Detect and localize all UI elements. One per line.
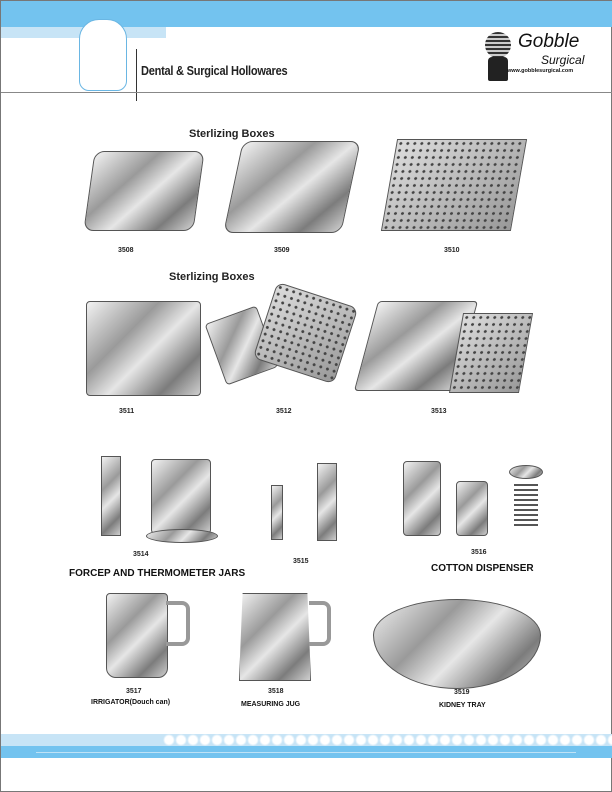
product-code: 3515 <box>293 558 309 565</box>
product-code: 3516 <box>471 549 487 556</box>
hands-logo-icon <box>488 57 508 81</box>
product-3518-handle <box>309 601 331 646</box>
brand-sub: Surgical <box>541 53 585 67</box>
caption-cotton: COTTON DISPENSER <box>431 563 534 574</box>
product-code: 3517 <box>126 688 142 695</box>
product-3509-image <box>223 141 361 233</box>
product-3516-spring <box>514 481 538 526</box>
product-3511-image <box>86 301 201 396</box>
product-3514-base <box>146 529 218 543</box>
caption-measuring-jug: MEASURING JUG <box>241 701 301 708</box>
product-3518-image <box>239 593 311 681</box>
product-code: 3514 <box>133 551 149 558</box>
section-title: Sterlizing Boxes <box>169 271 255 283</box>
product-3515-jar-large <box>317 463 337 541</box>
brand-url: www.gobblesurgical.com <box>507 68 574 74</box>
product-3516-dispenser-open <box>456 481 488 536</box>
product-code: 3510 <box>444 247 460 254</box>
caption-irrigator: IRRIGATOR(Douch can) <box>91 699 171 706</box>
product-3514-jar-large <box>151 459 211 534</box>
product-code: 3518 <box>268 688 284 695</box>
product-3513-tray-image <box>448 313 534 393</box>
tooth-icon <box>79 19 127 91</box>
product-3519-image <box>373 599 541 689</box>
product-3516-lid <box>509 465 543 479</box>
product-code: 3508 <box>118 247 134 254</box>
product-code: 3519 <box>454 689 470 696</box>
product-code: 3512 <box>276 408 292 415</box>
footer-circles <box>163 734 612 746</box>
product-3514-jar-small <box>101 456 121 536</box>
globe-logo-icon <box>485 32 511 58</box>
product-code: 3511 <box>119 408 135 415</box>
caption-jars: FORCEP AND THERMOMETER JARS <box>69 568 246 579</box>
section-title: Sterlizing Boxes <box>189 128 275 140</box>
brand-name: Gobble <box>518 31 580 52</box>
product-3510-image <box>380 139 528 231</box>
page-title: Dental & Surgical Hollowares <box>141 63 288 78</box>
footer-line <box>36 752 576 753</box>
caption-kidney-tray: KIDNEY TRAY <box>439 702 486 709</box>
divider <box>1 92 612 93</box>
product-3515-jar-small <box>271 485 283 540</box>
product-3517-handle <box>166 601 190 646</box>
divider <box>136 49 137 101</box>
product-3516-dispenser <box>403 461 441 536</box>
product-code: 3513 <box>431 408 447 415</box>
product-3508-image <box>83 151 205 231</box>
product-3517-image <box>106 593 168 678</box>
product-code: 3509 <box>274 247 290 254</box>
